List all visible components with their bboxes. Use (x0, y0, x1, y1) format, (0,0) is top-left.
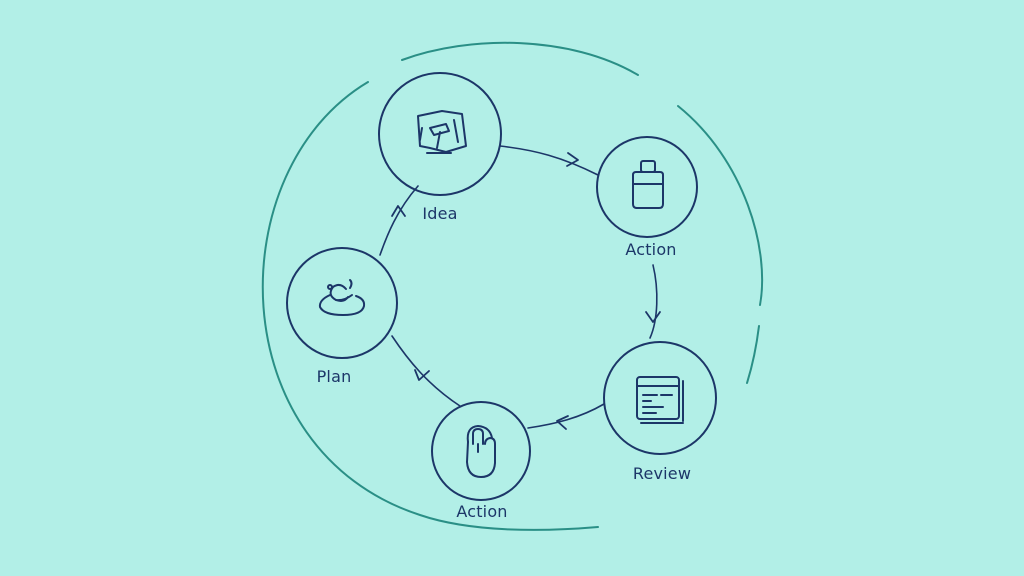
outer-ring-arc-left (261, 81, 599, 531)
hand-icon (466, 425, 496, 478)
edge-action-to-review (645, 264, 661, 339)
node-plan (286, 247, 398, 359)
plan-swirl-icon (318, 279, 366, 316)
node-label-action-top: Action (625, 240, 677, 259)
arrowhead-icon (391, 205, 406, 217)
outer-ring-arc-right (677, 105, 764, 306)
node-label-review: Review (632, 464, 692, 483)
idea-sketch-icon (417, 110, 467, 154)
node-review (603, 341, 717, 455)
edge-review-to-action (527, 403, 605, 430)
edge-idea-to-action (499, 145, 599, 176)
edge-plan-to-idea (379, 185, 419, 256)
edge-action-to-plan (391, 335, 461, 407)
arrowhead-icon (566, 152, 579, 167)
arrowhead-icon (556, 415, 569, 430)
node-label-plan: Plan (316, 367, 352, 386)
node-idea (378, 72, 502, 196)
arrowhead-icon (414, 369, 430, 381)
arrowhead-icon (645, 311, 661, 323)
node-label-idea: Idea (422, 204, 458, 223)
outer-ring-arc-top (401, 41, 639, 76)
node-action-bottom (431, 401, 531, 501)
outer-ring-arc-right-tail (746, 325, 760, 384)
jar-icon (632, 160, 664, 209)
node-label-action-bottom: Action (456, 502, 508, 521)
document-icon (636, 376, 684, 424)
node-action-top (596, 136, 698, 238)
